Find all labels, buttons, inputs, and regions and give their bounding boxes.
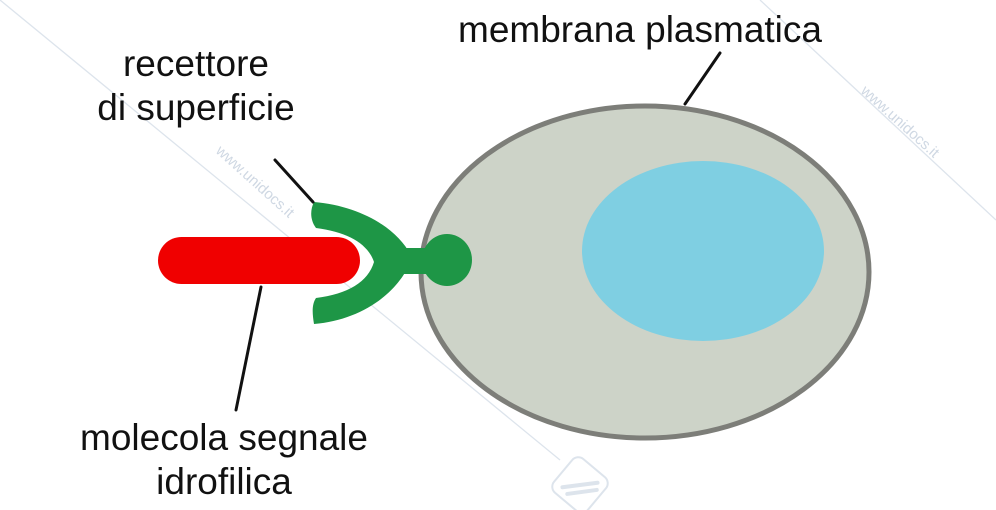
watermark-logo-icon (549, 454, 611, 510)
membrane-leader-line (685, 53, 720, 104)
molecule-leader-line (236, 287, 261, 410)
receptor-label-line2: di superficie (97, 87, 294, 128)
receptor-label-line1: recettore (123, 43, 269, 84)
molecule-label-line2: idrofilica (156, 461, 292, 502)
cell-nucleus (582, 161, 824, 341)
signal-molecule (158, 237, 360, 284)
watermark-text-right: www.unidocs.it (857, 82, 943, 162)
membrane-label: membrana plasmatica (458, 9, 822, 50)
molecule-label-line1: molecola segnale (80, 417, 368, 458)
